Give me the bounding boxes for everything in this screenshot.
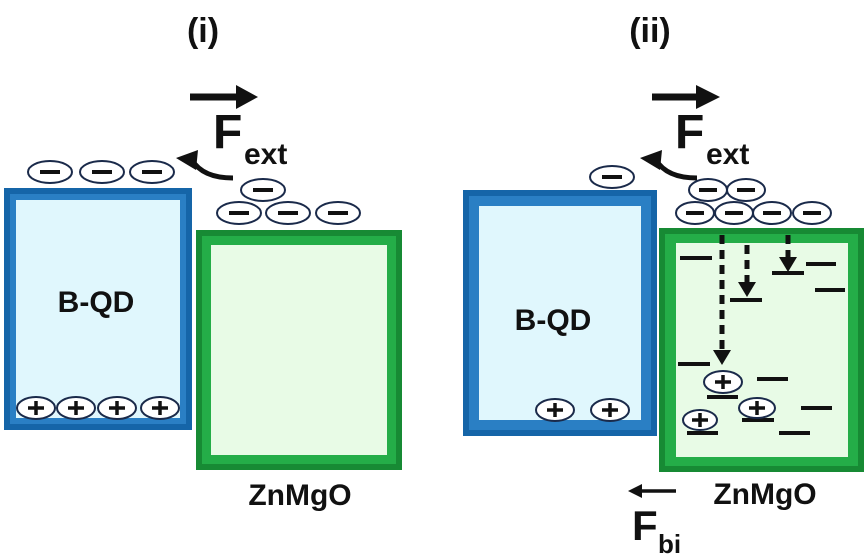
electron [752, 201, 792, 225]
electron [315, 201, 361, 225]
hole [703, 370, 743, 394]
field-symbol: F [213, 106, 242, 159]
panel-label: (i) [187, 12, 219, 50]
hole [16, 396, 56, 420]
panel-i: (i) F ext B-QD ZnMgO [4, 12, 402, 512]
zno-label: ZnMgO [713, 478, 816, 511]
trapping-arrowheads [713, 257, 797, 365]
hole [140, 396, 180, 420]
built-in-field-label: F bi [628, 484, 681, 558]
hole [56, 396, 96, 420]
field-subscript: ext [244, 138, 287, 171]
panel-ii: (ii) F ext B-QD ZnMgO F [463, 12, 864, 558]
electron [726, 178, 766, 202]
arrowhead-icon [696, 85, 720, 109]
arrowhead-icon [628, 484, 642, 498]
panel-label: (ii) [629, 12, 671, 50]
electron [79, 160, 125, 184]
external-field-label: F ext [190, 85, 287, 171]
electron [216, 201, 262, 225]
electron [688, 178, 728, 202]
hole [682, 409, 718, 431]
electron-group [216, 178, 361, 225]
external-field-label: F ext [652, 85, 749, 171]
electron [589, 165, 635, 189]
transfer-arrow-icon [653, 158, 698, 181]
electron [792, 201, 832, 225]
zno-block [196, 230, 402, 470]
arrowhead-icon [713, 350, 731, 365]
hole-group [682, 370, 776, 431]
hole [590, 398, 630, 422]
qd-label: B-QD [515, 304, 592, 337]
electron [240, 178, 286, 202]
field-subscript: ext [706, 138, 749, 171]
arrowhead-icon [738, 282, 756, 297]
hole [738, 397, 776, 419]
arrowhead-icon [176, 150, 198, 170]
electron-group [27, 160, 175, 184]
zno-label: ZnMgO [248, 479, 351, 512]
field-symbol: F [675, 106, 704, 159]
hole-group [535, 398, 630, 422]
electron [129, 160, 175, 184]
arrowhead-icon [236, 85, 258, 109]
arrowhead-icon [779, 257, 797, 272]
trap-levels [678, 256, 845, 435]
hole-group [16, 396, 180, 420]
transfer-arrow-icon [189, 158, 234, 181]
electron [675, 201, 715, 225]
electron [265, 201, 311, 225]
trapping-arrows [719, 235, 791, 352]
qd-block: B-QD [4, 188, 192, 430]
qd-label: B-QD [58, 286, 135, 319]
electron [714, 201, 754, 225]
electron [27, 160, 73, 184]
hole [97, 396, 137, 420]
field-symbol: F [632, 502, 658, 549]
field-subscript: bi [658, 529, 681, 558]
hole [535, 398, 575, 422]
electron-group [675, 178, 832, 225]
arrowhead-icon [640, 150, 662, 170]
qd-block: B-QD [463, 190, 657, 436]
